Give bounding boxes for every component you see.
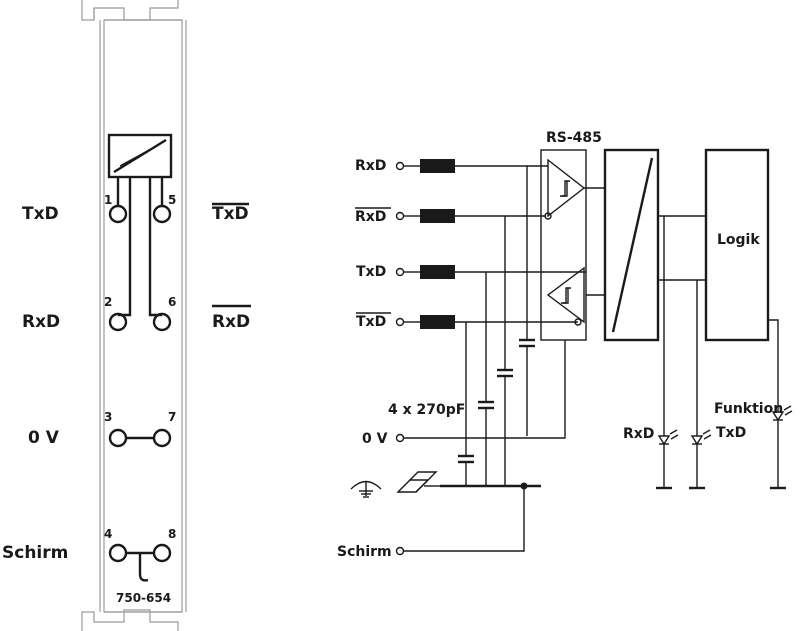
funktion-led-icon: [770, 405, 793, 490]
pin-label-2: 2: [104, 295, 112, 309]
filter-choke-rxd: [420, 159, 455, 173]
label-schirm-left: Schirm: [2, 543, 68, 563]
led-label-txd: TxD: [716, 425, 746, 441]
terminal-1: [108, 204, 128, 224]
label-0v-left: 0 V: [28, 428, 60, 448]
rxd-led-icon: [656, 429, 679, 490]
led-label-rxd: RxD: [623, 426, 654, 442]
pin-label-1: 1: [104, 193, 112, 207]
schematic: RxD RxD TxD TxD 0 V Schirm: [337, 130, 793, 560]
din-rail-contact-icon: [396, 471, 440, 493]
pin-label-4: 4: [104, 527, 112, 541]
label-txd-left: TxD: [22, 204, 59, 224]
input-terminal-rxd-inv: [395, 211, 405, 221]
label-txd-inverted: TxD: [212, 204, 249, 224]
pin-label-3: 3: [104, 410, 112, 424]
filter-choke-txd-inv: [420, 315, 455, 329]
isolator-block: [603, 148, 660, 342]
terminal-module: 1 5 2 6 3 7 4 8 750-654: [81, 0, 187, 631]
pin-label-6: 6: [168, 295, 176, 309]
input-label-0v: 0 V: [362, 431, 388, 447]
terminal-3: [108, 428, 128, 448]
capacitor-bank: [458, 338, 535, 464]
pin-label-8: 8: [168, 527, 176, 541]
pin-label-5: 5: [168, 193, 176, 207]
terminal-5: [152, 204, 172, 224]
led-label-funktion: Funktion: [714, 401, 783, 417]
input-label-schirm: Schirm: [337, 544, 392, 560]
input-terminal-txd: [395, 267, 405, 277]
terminal-8: [152, 543, 172, 563]
terminal-2: [108, 312, 128, 332]
isolation-block: [107, 133, 173, 179]
input-label-txd-inv: TxD: [356, 314, 386, 330]
transceiver-label: RS-485: [546, 130, 602, 146]
terminal-6: [152, 312, 172, 332]
input-terminal-0v: [395, 433, 405, 443]
input-label-rxd: RxD: [355, 158, 386, 174]
filter-choke-txd: [420, 265, 455, 279]
terminal-4: [108, 543, 128, 563]
label-rxd-left: RxD: [22, 312, 60, 332]
input-label-txd: TxD: [356, 264, 386, 280]
logic-block: [704, 148, 770, 342]
part-number: 750-654: [116, 591, 171, 605]
ground-icon: [350, 480, 382, 498]
capacitors-label: 4 x 270pF: [388, 402, 465, 418]
input-terminal-rxd: [395, 161, 405, 171]
label-rxd-inverted: RxD: [212, 312, 250, 332]
input-terminal-schirm: [395, 546, 405, 556]
filter-choke-rxd-inv: [420, 209, 455, 223]
input-terminal-txd-inv: [395, 317, 405, 327]
transceiver-block: [540, 149, 587, 341]
terminal-7: [152, 428, 172, 448]
txd-led-icon: [689, 429, 712, 490]
input-label-rxd-inv: RxD: [355, 209, 386, 225]
pin-label-7: 7: [168, 410, 176, 424]
logic-label: Logik: [717, 232, 760, 248]
